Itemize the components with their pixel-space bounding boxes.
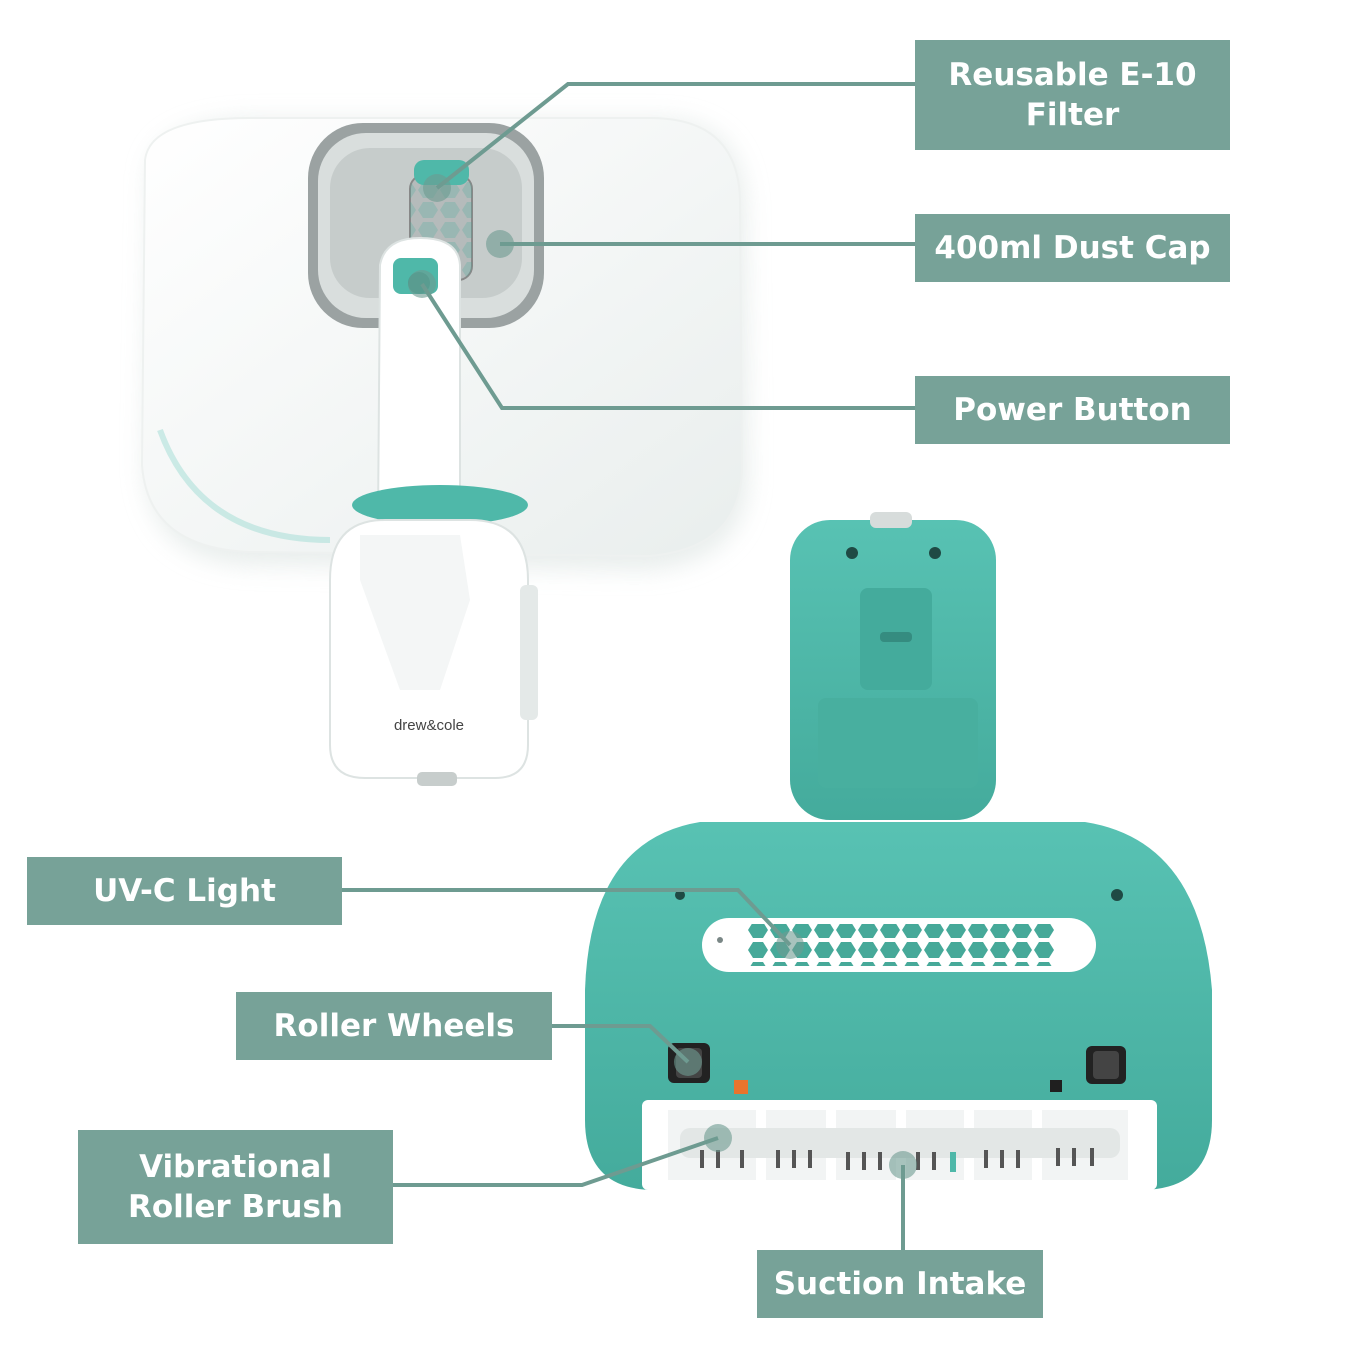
- uvc-light-icon: [702, 918, 1096, 972]
- callout-line-power-button: [420, 282, 915, 410]
- label-uvc-light: UV-C Light: [27, 857, 342, 925]
- label-filter: Reusable E-10 Filter: [915, 40, 1230, 150]
- label-filter-line1: Reusable E-10: [948, 56, 1197, 93]
- label-roller-brush: Vibrational Roller Brush: [78, 1130, 393, 1244]
- callout-line-filter: [435, 82, 915, 190]
- vacuum-top-view: drew&cole: [140, 117, 748, 786]
- callout-line-roller-brush: [393, 1136, 719, 1187]
- callout-line-roller-wheels: [552, 1024, 690, 1064]
- label-roller-brush-line2: Roller Brush: [127, 1189, 344, 1225]
- label-roller-brush-line1: Vibrational: [139, 1148, 332, 1185]
- callout-lines: [342, 82, 915, 1250]
- brand-logo: drew&cole: [394, 717, 464, 734]
- underside-head: [585, 822, 1212, 1190]
- vacuum-underside-view: [585, 512, 1212, 1190]
- label-roller-wheels: Roller Wheels: [236, 992, 552, 1060]
- callout-dots: [408, 174, 917, 1179]
- label-power-button: Power Button: [915, 376, 1230, 444]
- roller-brush-icon: [680, 1128, 1120, 1158]
- label-filter-line2: Filter: [1025, 97, 1120, 133]
- label-suction-intake: Suction Intake: [757, 1250, 1043, 1318]
- callout-line-uvc-light: [342, 888, 792, 947]
- label-dust-cap: 400ml Dust Cap: [915, 214, 1230, 282]
